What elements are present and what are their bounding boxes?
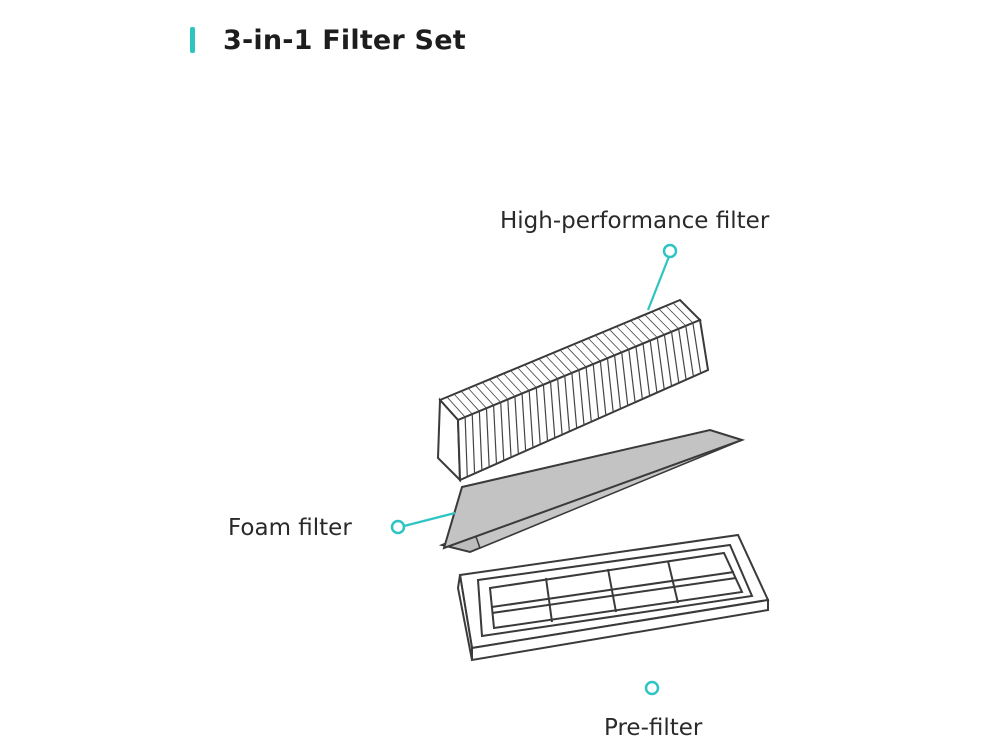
hp-callout-dot — [662, 243, 678, 259]
foam-filter — [438, 428, 746, 554]
pleat-lines — [446, 302, 702, 477]
foam-callout-dot — [390, 519, 406, 535]
prefilter-callout-dot — [644, 680, 660, 696]
hp-callout-line — [646, 253, 672, 311]
title-accent-bar — [190, 27, 195, 53]
pre-filter-tray — [456, 533, 770, 662]
label-pre-filter: Pre-filter — [604, 715, 703, 741]
title-block: 3-in-1 Filter Set — [190, 18, 466, 62]
foam-callout-line — [403, 511, 456, 528]
label-foam-filter: Foam filter — [228, 515, 352, 541]
high-performance-filter — [436, 298, 710, 483]
page-title: 3-in-1 Filter Set — [223, 24, 466, 56]
label-high-performance-filter: High-performance filter — [500, 208, 770, 234]
